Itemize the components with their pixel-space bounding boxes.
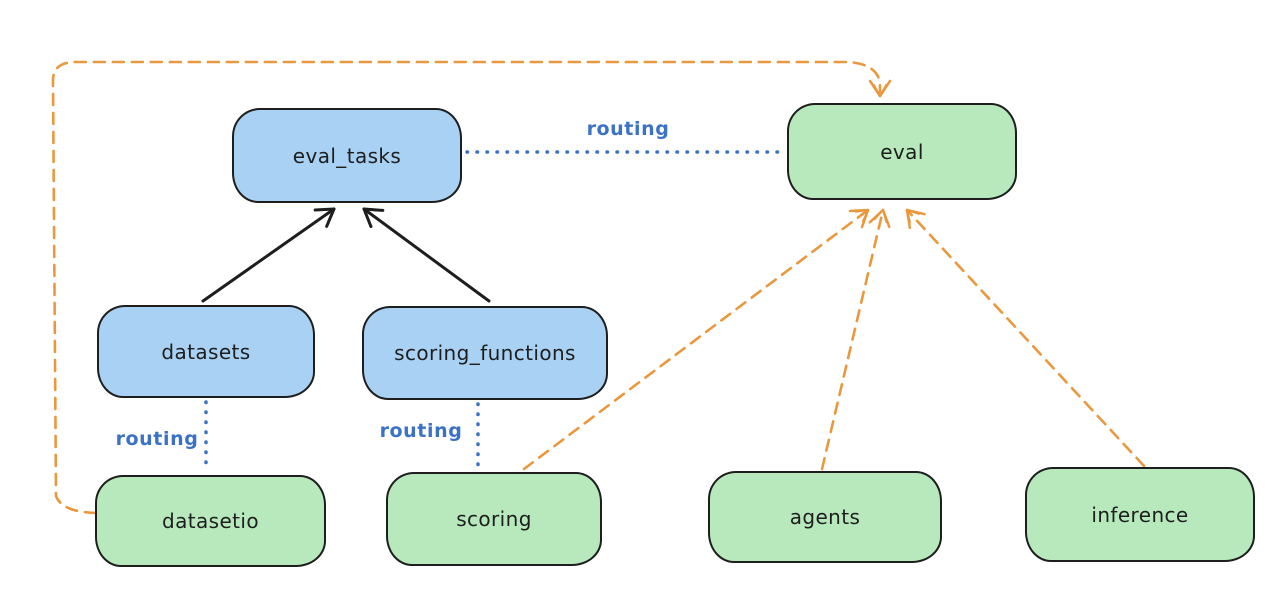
node-datasetio-label: datasetio (161, 509, 259, 533)
node-datasets: datasets (97, 305, 315, 398)
node-inference-label: inference (1091, 502, 1189, 527)
node-eval: eval (787, 103, 1017, 200)
edge-agents-eval (820, 208, 891, 471)
node-eval-label: eval (880, 139, 924, 164)
node-agents-label: agents (789, 505, 861, 529)
node-scoring-functions: scoring_functions (362, 306, 608, 400)
node-scoring-label: scoring (456, 507, 532, 531)
edge-label-routing-datasets-datasetio: routing (115, 428, 199, 450)
node-scoring: scoring (386, 472, 602, 566)
node-agents: agents (708, 471, 942, 563)
edge-scoring_functions-eval_tasks (362, 207, 491, 303)
edge-datasets-eval_tasks (201, 207, 336, 303)
node-datasets-label: datasets (161, 339, 251, 364)
node-inference: inference (1025, 467, 1255, 562)
node-eval-tasks-label: eval_tasks (292, 143, 402, 168)
edge-scoring-eval (522, 208, 870, 471)
node-scoring-functions-label: scoring_functions (394, 341, 576, 365)
edge-datasetio-eval (51, 60, 892, 515)
node-datasetio: datasetio (95, 475, 326, 567)
node-eval-tasks: eval_tasks (232, 108, 462, 203)
edge-label-routing-eval-tasks-eval: routing (586, 118, 670, 140)
edge-label-routing-scoring-functions-scoring: routing (379, 420, 463, 442)
edge-inference-eval (905, 208, 1146, 468)
